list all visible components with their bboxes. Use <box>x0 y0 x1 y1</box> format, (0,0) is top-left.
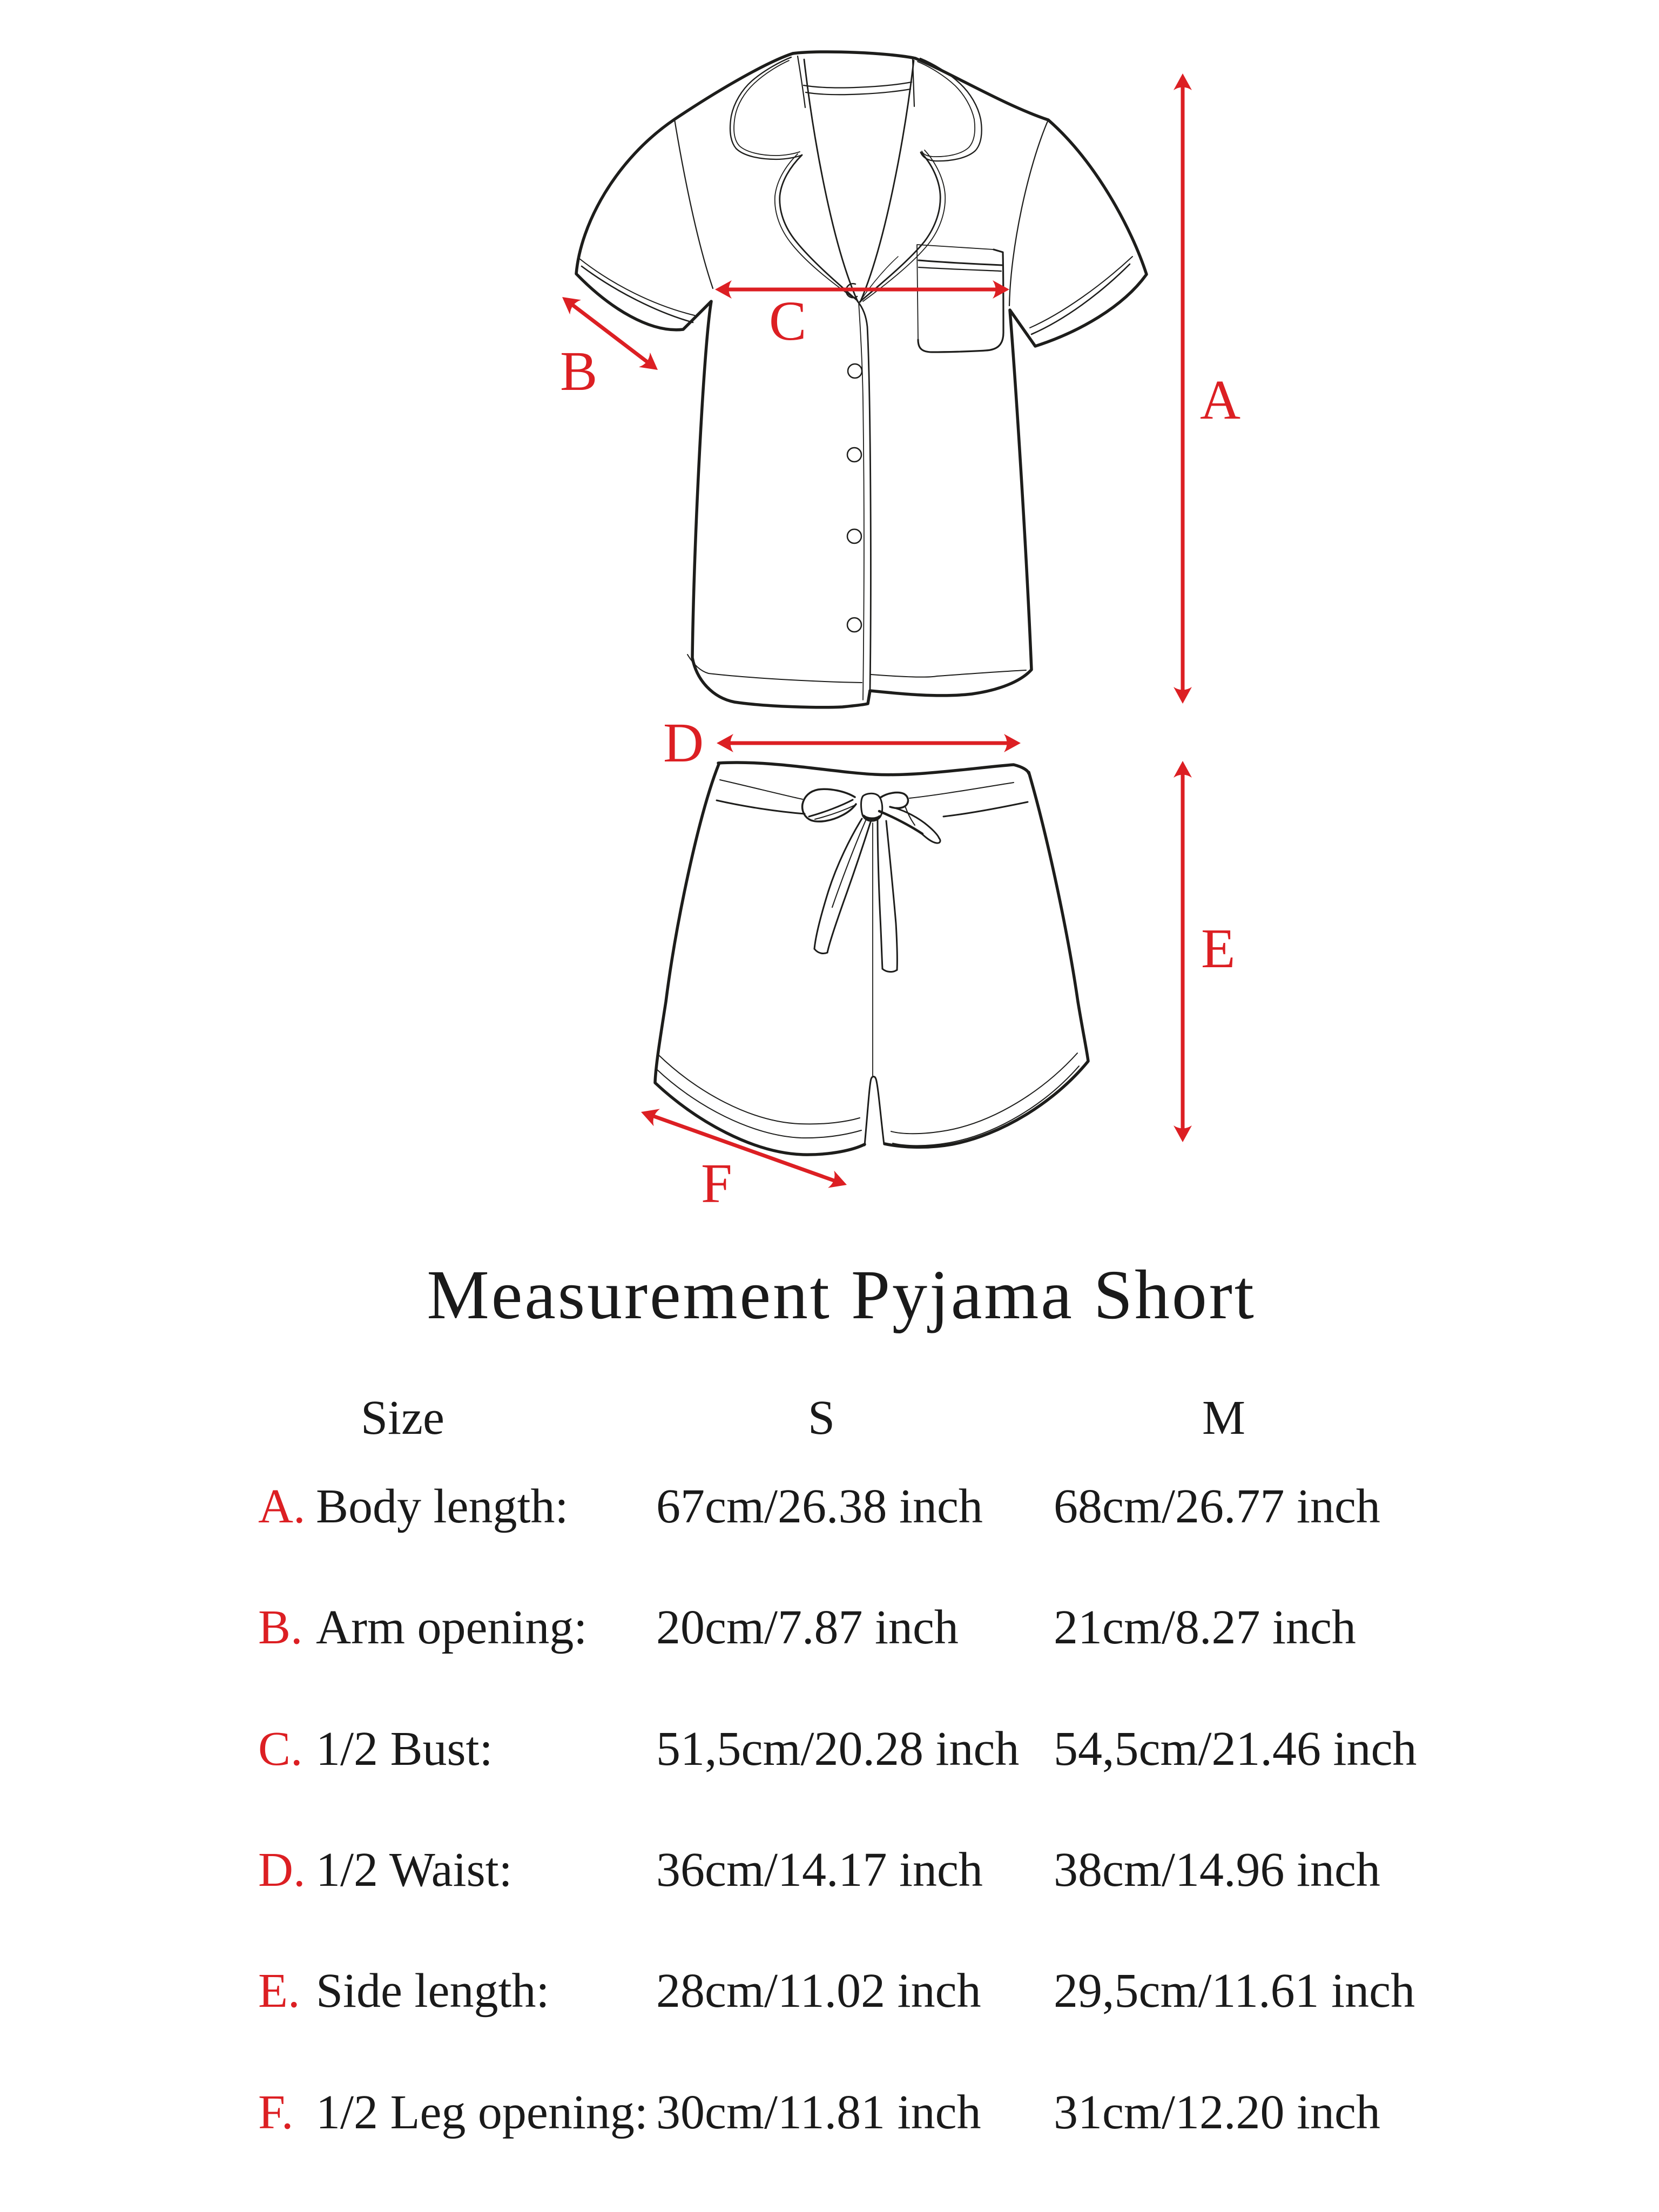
svg-text:D: D <box>663 712 704 774</box>
svg-text:A: A <box>1200 369 1240 431</box>
svg-text:F.: F. <box>258 2086 293 2139</box>
svg-text:B: B <box>560 340 597 402</box>
svg-text:1/2 Bust:: 1/2 Bust: <box>316 1722 493 1776</box>
svg-text:F: F <box>701 1152 732 1215</box>
svg-text:A.: A. <box>258 1480 306 1533</box>
svg-text:21cm/8.27 inch: 21cm/8.27 inch <box>1054 1601 1356 1654</box>
svg-text:Arm opening:: Arm opening: <box>316 1601 587 1654</box>
svg-text:1/2 Waist:: 1/2 Waist: <box>316 1843 512 1897</box>
svg-text:31cm/12.20 inch: 31cm/12.20 inch <box>1054 2086 1380 2139</box>
svg-text:1/2 Leg opening:: 1/2 Leg opening: <box>316 2086 648 2139</box>
svg-text:38cm/14.96 inch: 38cm/14.96 inch <box>1054 1843 1380 1897</box>
svg-text:Size: Size <box>361 1391 444 1445</box>
svg-text:28cm/11.02 inch: 28cm/11.02 inch <box>656 1964 981 2018</box>
svg-text:Body length:: Body length: <box>316 1480 569 1533</box>
svg-text:C.: C. <box>258 1722 303 1776</box>
svg-text:S: S <box>808 1391 835 1445</box>
svg-text:54,5cm/21.46 inch: 54,5cm/21.46 inch <box>1054 1722 1417 1776</box>
svg-text:E.: E. <box>258 1964 300 2018</box>
svg-text:29,5cm/11.61 inch: 29,5cm/11.61 inch <box>1054 1964 1415 2018</box>
svg-text:67cm/26.38 inch: 67cm/26.38 inch <box>656 1480 983 1533</box>
svg-text:68cm/26.77 inch: 68cm/26.77 inch <box>1054 1480 1380 1533</box>
svg-text:Measurement Pyjama Short: Measurement Pyjama Short <box>427 1256 1256 1334</box>
svg-text:D.: D. <box>258 1843 306 1897</box>
svg-text:36cm/14.17 inch: 36cm/14.17 inch <box>656 1843 983 1897</box>
svg-text:C: C <box>769 290 806 352</box>
svg-text:B.: B. <box>258 1601 303 1654</box>
svg-text:51,5cm/20.28 inch: 51,5cm/20.28 inch <box>656 1722 1019 1776</box>
svg-text:M: M <box>1202 1391 1245 1445</box>
svg-text:E: E <box>1201 918 1236 980</box>
svg-text:30cm/11.81 inch: 30cm/11.81 inch <box>656 2086 981 2139</box>
svg-text:20cm/7.87 inch: 20cm/7.87 inch <box>656 1601 959 1654</box>
svg-text:Side length:: Side length: <box>316 1964 549 2018</box>
